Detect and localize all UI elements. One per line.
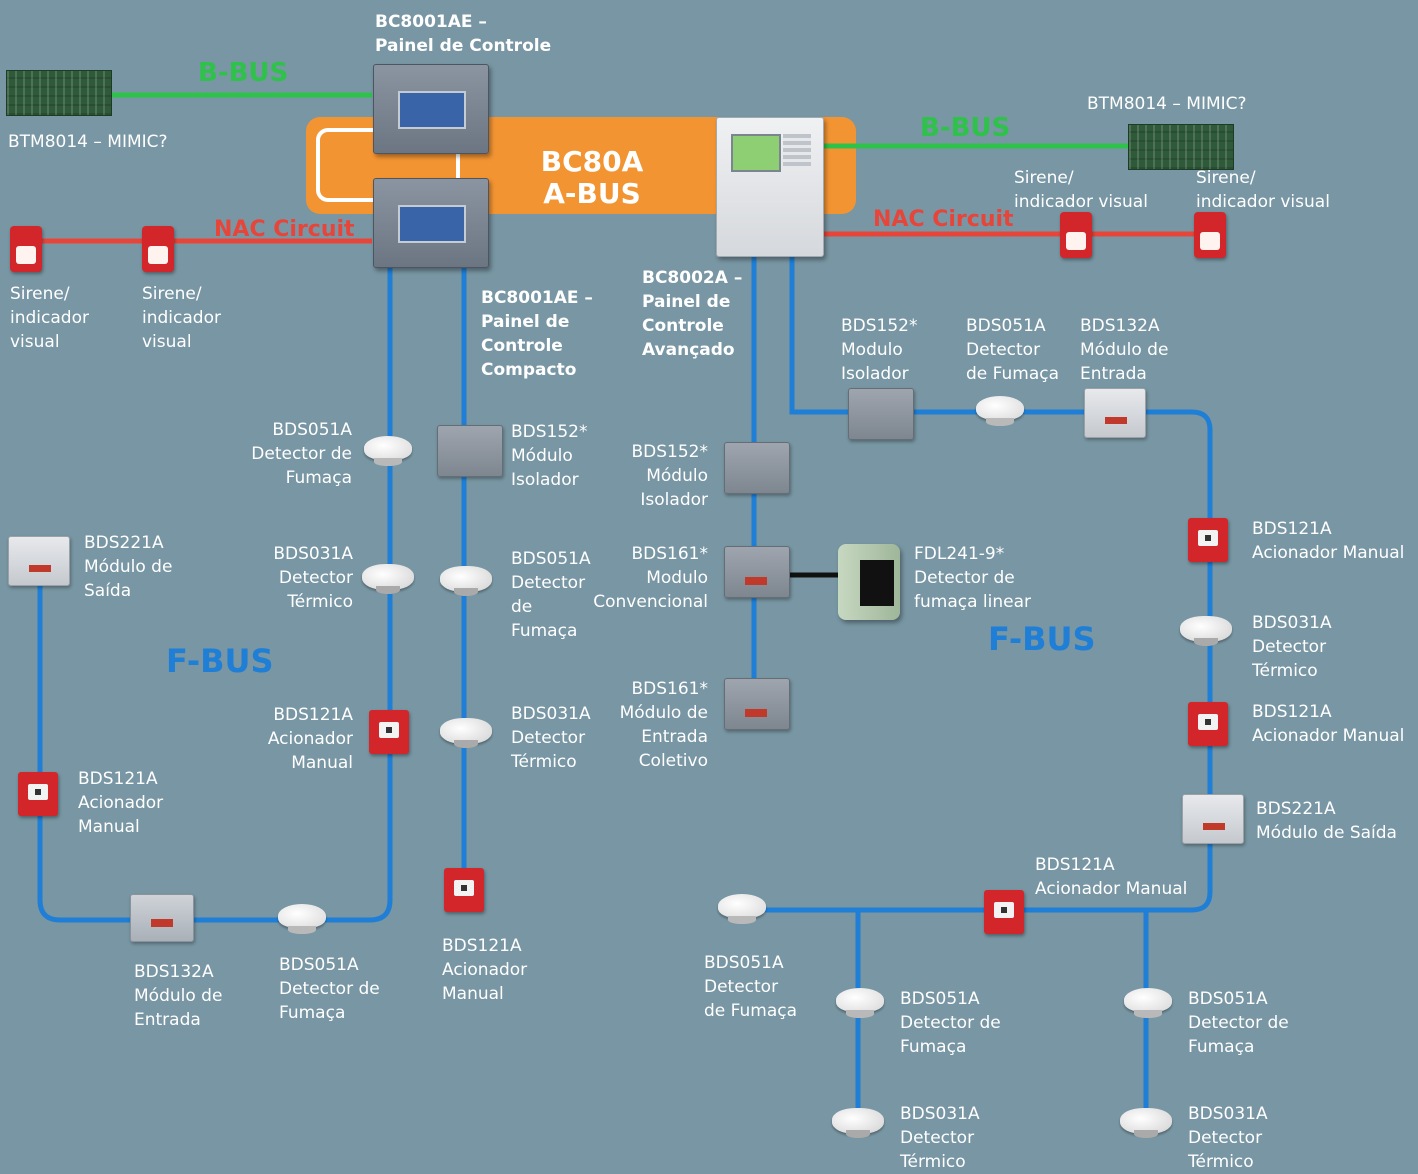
- c2-mcp-label: BDS121A Acionador Manual: [442, 936, 528, 1004]
- bottom-manual-call-point: [984, 890, 1024, 934]
- left-out-label: BDS221A Módulo de Saída: [84, 533, 173, 601]
- r-out-label: BDS221A Módulo de Saída: [1256, 799, 1397, 843]
- panel-bc8001ae-compact: [373, 178, 489, 268]
- c2-isolator-module: [437, 425, 503, 477]
- siren-left-2-label: Sirene/ indicador visual: [142, 284, 221, 352]
- left-in-label: BDS132A Módulo de Entrada: [134, 962, 223, 1030]
- c3-conventional-module: [724, 546, 790, 598]
- c2-manual-call-point: [444, 868, 484, 912]
- siren-right-1-label: Sirene/ indicador visual: [1014, 168, 1148, 212]
- linear-label: FDL241-9* Detector de fumaça linear: [914, 544, 1031, 612]
- c2-smoke-label: BDS051A Detector de Fumaça: [511, 549, 591, 641]
- top-input-module: [1084, 388, 1146, 438]
- top-isolator-module: [848, 388, 914, 440]
- b-mcp-label: BDS121A Acionador Manual: [1035, 855, 1188, 899]
- left-manual-call-point: [18, 772, 58, 816]
- abus-line2: A-BUS: [543, 177, 641, 210]
- nac-right-label: NAC Circuit: [873, 207, 1014, 232]
- left-smoke-detector: [274, 902, 330, 940]
- right-output-module: [1182, 794, 1244, 844]
- c2-heat-label: BDS031A Detector Térmico: [511, 704, 591, 772]
- b-smoke3-label: BDS051A Detector de Fumaça: [1188, 989, 1289, 1057]
- mimic-board-left: [6, 70, 112, 116]
- linear-smoke-detector: [838, 544, 900, 620]
- right-heat-detector: [1178, 610, 1234, 650]
- bottom-smoke-detector-1: [714, 892, 770, 930]
- c3-collective-input-module: [724, 678, 790, 730]
- bottom-smoke-detector-3: [1120, 986, 1176, 1024]
- b-heat3-label: BDS031A Detector Térmico: [1188, 1104, 1268, 1172]
- c2-smoke-detector: [438, 560, 494, 600]
- bottom-smoke-detector-2: [832, 986, 888, 1024]
- fbus-left-label: F-BUS: [166, 642, 274, 680]
- c3-isolator-module: [724, 442, 790, 494]
- b-smoke1-label: BDS051A Detector de Fumaça: [704, 953, 798, 1021]
- top-iso-label: BDS152* Modulo Isolador: [841, 316, 918, 384]
- c3-coll-label: BDS161* Módulo de Entrada Coletivo: [619, 679, 708, 771]
- top-smoke-detector: [972, 394, 1028, 432]
- panel-top-label: BC8001AE – Painel de Controle: [375, 12, 552, 56]
- bottom-heat-detector-3: [1118, 1102, 1174, 1142]
- siren-left-1: [10, 226, 42, 272]
- nac-left-label: NAC Circuit: [214, 217, 355, 242]
- c1-heat-label: BDS031A Detector Térmico: [273, 544, 353, 612]
- c1-smoke-detector: [360, 434, 416, 472]
- fbus-left-loop: [37, 268, 393, 923]
- r-mcp1-label: BDS121A Acionador Manual: [1252, 519, 1405, 563]
- fbus-right-loop: [740, 256, 1213, 913]
- c1-mcp-label: BDS121A Acionador Manual: [267, 705, 353, 773]
- panel-bc8002a: [716, 117, 824, 257]
- bottom-heat-detector-2: [830, 1102, 886, 1142]
- c1-heat-detector: [360, 558, 416, 598]
- fbus-right-label: F-BUS: [988, 620, 1096, 658]
- panel-bc8001ae-top: [373, 64, 489, 154]
- bbus-left-label: B-BUS: [198, 58, 289, 88]
- c3-conv-label: BDS161* Modulo Convencional: [593, 544, 708, 612]
- left-input-module: [130, 894, 194, 942]
- c3-iso-label: BDS152* Módulo Isolador: [631, 442, 709, 510]
- c1-smoke-label: BDS051A Detector de Fumaça: [251, 420, 352, 488]
- siren-left-1-label: Sirene/ indicador visual: [10, 284, 89, 352]
- left-mcp-label: BDS121A Acionador Manual: [78, 769, 164, 837]
- b-heat2-label: BDS031A Detector Térmico: [900, 1104, 980, 1172]
- mimic-board-right: [1128, 124, 1234, 170]
- mimic-right-label: BTM8014 – MIMIC?: [1087, 94, 1247, 114]
- abus-line1: BC80A: [540, 145, 644, 178]
- top-smoke-label: BDS051A Detector de Fumaça: [966, 316, 1060, 384]
- b-smoke2-label: BDS051A Detector de Fumaça: [900, 989, 1001, 1057]
- right-manual-call-point-2: [1188, 702, 1228, 746]
- abus-label: BC80A A-BUS: [540, 146, 644, 210]
- bbus-right-label: B-BUS: [920, 113, 1011, 143]
- left-smoke-label: BDS051A Detector de Fumaça: [279, 955, 380, 1023]
- panel-compact-label: BC8001AE – Painel de Controle Compacto: [481, 288, 593, 380]
- left-output-module: [8, 536, 70, 586]
- top-in-label: BDS132A Módulo de Entrada: [1080, 316, 1169, 384]
- r-mcp2-label: BDS121A Acionador Manual: [1252, 702, 1405, 746]
- siren-right-1: [1060, 212, 1092, 258]
- c2-heat-detector: [438, 712, 494, 752]
- r-heat-label: BDS031A Detector Térmico: [1252, 613, 1332, 681]
- siren-right-2-label: Sirene/ indicador visual: [1196, 168, 1330, 212]
- siren-left-2: [142, 226, 174, 272]
- right-manual-call-point-1: [1188, 518, 1228, 562]
- mimic-left-label: BTM8014 – MIMIC?: [8, 132, 168, 152]
- c1-manual-call-point: [369, 710, 409, 754]
- panel-advanced-label: BC8002A – Painel de Controle Avançado: [642, 268, 743, 360]
- siren-right-2: [1194, 212, 1226, 258]
- c2-iso-label: BDS152* Módulo Isolador: [511, 422, 588, 490]
